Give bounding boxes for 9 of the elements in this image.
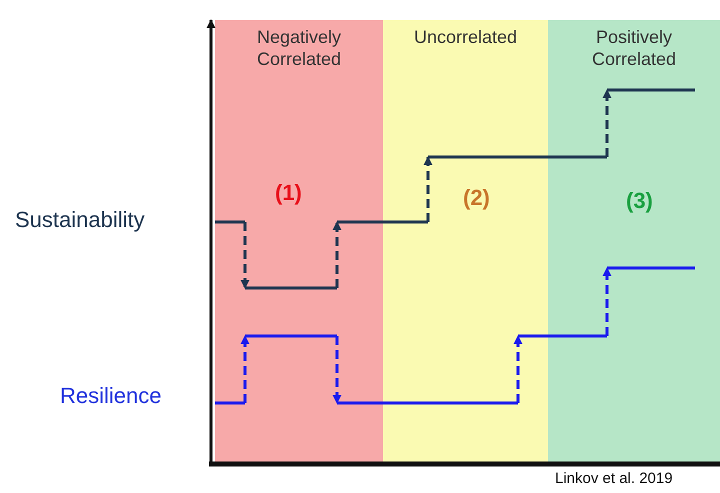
region-number: (2) — [463, 185, 490, 211]
region-number: (3) — [626, 188, 653, 214]
axis-label: Sustainability — [15, 207, 145, 233]
band-heading: Positively Correlated — [590, 26, 678, 70]
band-heading: Uncorrelated — [412, 26, 518, 48]
axis-label: Resilience — [60, 383, 162, 409]
region-number: (1) — [275, 180, 302, 206]
band-heading: Negatively Correlated — [256, 26, 342, 70]
source-citation: Linkov et al. 2019 — [555, 470, 673, 487]
